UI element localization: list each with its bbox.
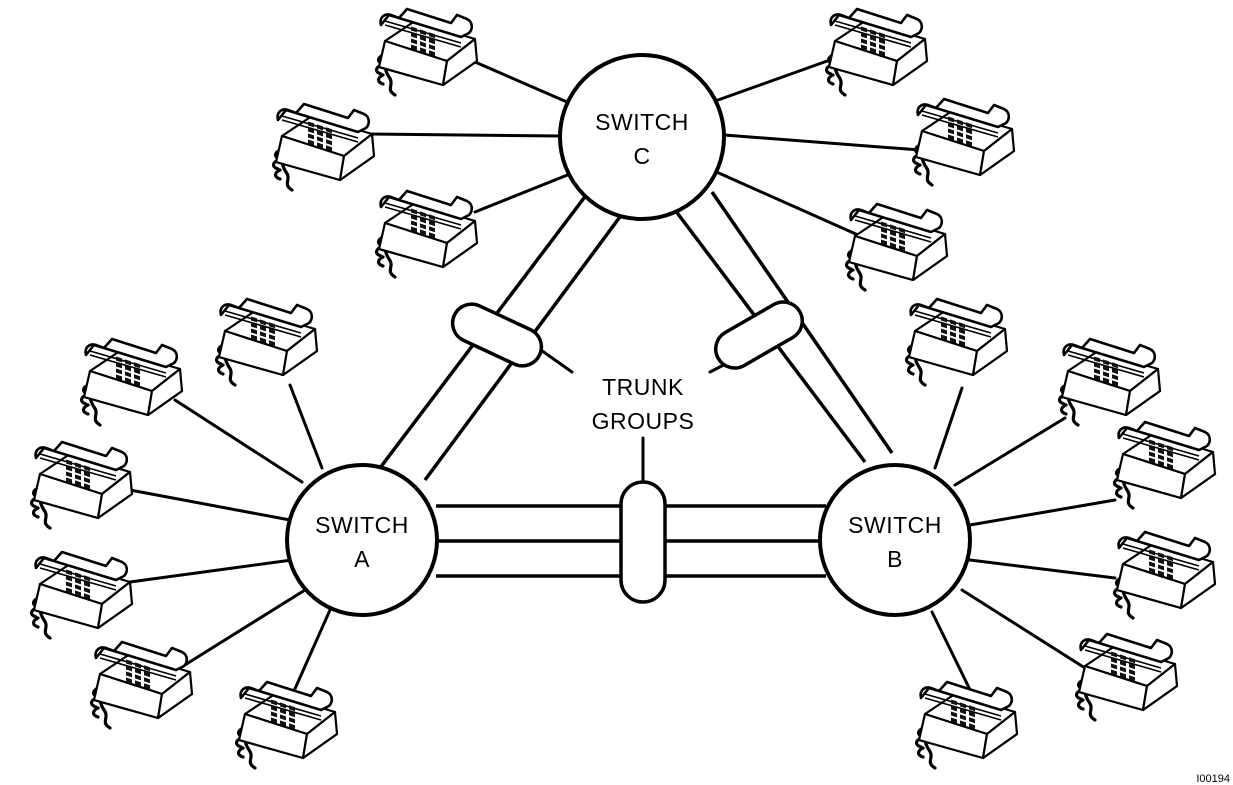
telephone-a2-icon	[79, 337, 184, 427]
switch-c-label-line2: C	[633, 143, 650, 169]
trunk-group-c-b-bubble	[714, 300, 804, 370]
telephone-a1-icon	[214, 297, 319, 387]
trunk-groups-label-line1: TRUNK	[602, 374, 684, 400]
switch-b: SWITCH B	[818, 463, 972, 617]
switch-b-lines	[930, 386, 1117, 702]
telephone-a5-icon	[89, 640, 194, 730]
switch-a: SWITCH A	[285, 463, 439, 617]
switch-c-label-line1: SWITCH	[595, 109, 689, 135]
switch-b-label-line1: SWITCH	[848, 512, 942, 538]
switch-c: SWITCH C	[558, 53, 726, 221]
telephone-c5-icon	[911, 97, 1016, 187]
switch-a-label-line1: SWITCH	[315, 512, 409, 538]
trunk-group-a-b-bubble	[619, 480, 667, 604]
trunk-groups-label: TRUNK GROUPS	[592, 374, 695, 434]
trunk-group-a-c-bubble	[450, 302, 544, 368]
telephone-c6-icon	[844, 202, 949, 292]
telephone-c4-icon	[824, 7, 929, 97]
telephone-b4-icon	[1112, 530, 1217, 620]
telephone-b6-icon	[914, 680, 1019, 770]
telephone-a6-icon	[234, 680, 339, 770]
telephone-b5-icon	[1074, 632, 1179, 722]
switch-b-label-line2: B	[887, 546, 903, 572]
switch-c-lines	[363, 58, 922, 237]
telephone-b2-icon	[1057, 337, 1162, 427]
switch-a-label-line2: A	[354, 546, 370, 572]
figure-id: I00194	[1196, 773, 1230, 785]
telephone-a3-icon	[29, 440, 134, 530]
trunk-groups-label-line2: GROUPS	[592, 408, 695, 434]
telephone-a4-icon	[29, 550, 134, 640]
telephone-b1-icon	[904, 297, 1009, 387]
telephone-b3-icon	[1112, 420, 1217, 510]
telephone-c1-icon	[374, 7, 479, 97]
switch-a-lines	[128, 383, 332, 702]
telephone-c2-icon	[271, 102, 376, 192]
telephone-c3-icon	[374, 189, 479, 279]
